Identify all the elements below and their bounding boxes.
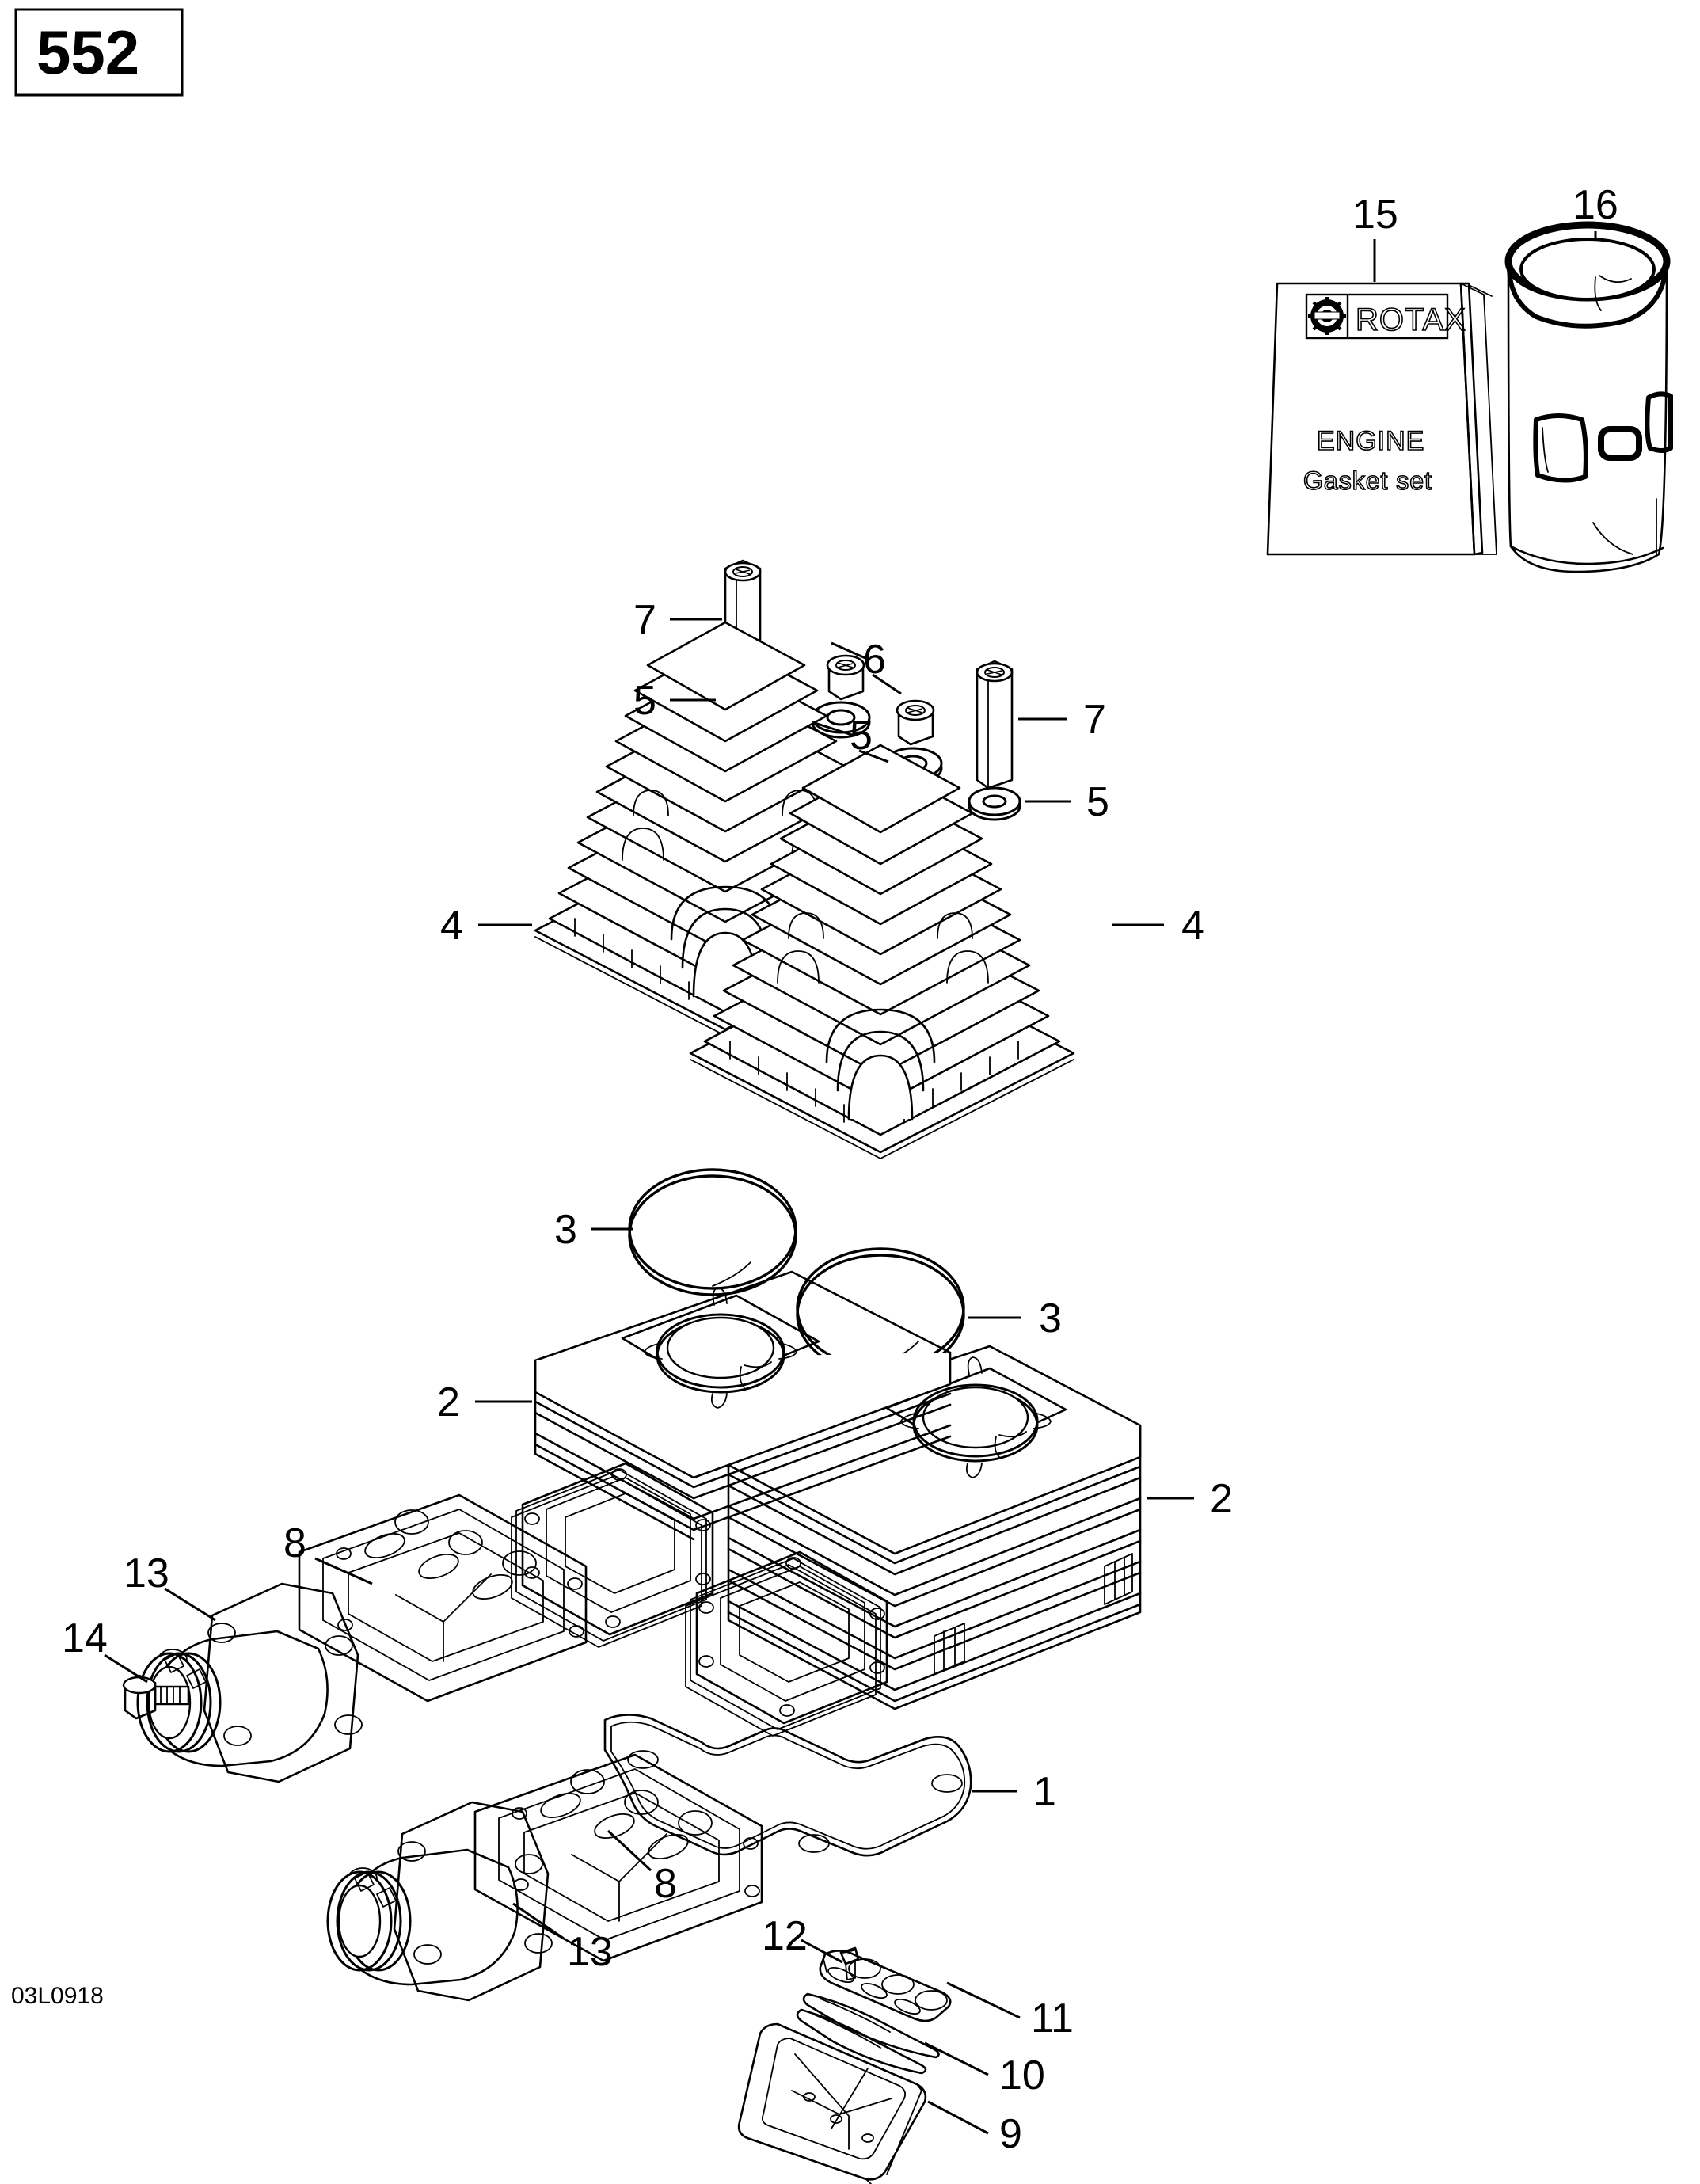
reed-stopper — [819, 1950, 952, 2022]
callout-label: 10 — [999, 2053, 1045, 2098]
callout-label: 7 — [633, 597, 656, 643]
callout-2-left: 2 — [437, 1379, 532, 1425]
cylinder-left — [534, 1270, 952, 1541]
stud-nut-right — [976, 660, 1014, 790]
washer-right — [968, 786, 1021, 821]
callout-9: 9 — [927, 2100, 1022, 2157]
callout-7-right: 7 — [1018, 697, 1106, 743]
intake-socket-lower — [326, 1801, 553, 2002]
callout-label: 5 — [1086, 779, 1109, 825]
callout-label: 11 — [1031, 1996, 1074, 2041]
callout-label: 1 — [1033, 1769, 1056, 1815]
callout-label: 13 — [567, 1929, 613, 1975]
rotax-logo: ROTAX — [1305, 293, 1466, 340]
callout-label: 12 — [762, 1913, 808, 1959]
callout-label: 5 — [850, 713, 873, 759]
nut-upper — [826, 654, 865, 701]
callout-label: 3 — [1039, 1296, 1062, 1341]
callout-label: 8 — [654, 1861, 677, 1907]
callout-label: 9 — [999, 2111, 1022, 2157]
brand-label: ROTAX — [1356, 302, 1466, 337]
callout-16: 16 — [1573, 182, 1618, 238]
callout-4-right: 4 — [1112, 903, 1204, 949]
callout-8-lower: 8 — [607, 1829, 677, 1907]
reed-gasket-upper — [298, 1493, 588, 1703]
o-ring-left — [628, 1168, 797, 1296]
nut-pair — [826, 654, 935, 746]
intake-flange-right — [685, 1550, 888, 1737]
callout-label: 6 — [863, 637, 886, 683]
callout-label: 4 — [1181, 903, 1204, 949]
cylinder-block — [511, 1270, 1142, 1737]
callout-13-upper: 13 — [124, 1550, 216, 1622]
callout-4-left: 4 — [440, 903, 532, 949]
cylinder-head-right — [689, 744, 1075, 1159]
callout-3-left: 3 — [554, 1207, 633, 1253]
gear-icon — [1308, 297, 1346, 335]
callout-11: 11 — [946, 1981, 1074, 2041]
callout-8-upper: 8 — [283, 1520, 373, 1585]
callout-label: 14 — [62, 1615, 108, 1661]
reed-petal — [796, 1992, 940, 2075]
callout-5-upper-left: 5 — [633, 678, 716, 724]
callout-2-right: 2 — [1147, 1476, 1233, 1522]
reed-valve-body — [737, 2022, 927, 2184]
cylinder-sleeve — [1504, 221, 1673, 573]
title-box: 552 — [14, 8, 184, 97]
callout-layer: 1 2 2 3 3 4 — [62, 182, 1618, 2157]
callout-label: 5 — [633, 678, 656, 724]
callout-label: 15 — [1352, 192, 1398, 238]
callout-label: 16 — [1573, 182, 1618, 228]
page-title-number: 552 — [36, 17, 139, 87]
callout-label: 2 — [437, 1379, 460, 1425]
callout-15: 15 — [1352, 192, 1398, 282]
bore-left — [621, 1287, 820, 1409]
callout-6: 6 — [831, 637, 902, 695]
callout-label: 13 — [124, 1550, 169, 1596]
intake-socket-upper — [136, 1582, 363, 1783]
callout-5-right: 5 — [1025, 779, 1109, 825]
callout-label: 8 — [283, 1520, 306, 1566]
callout-5-center: 5 — [812, 713, 889, 763]
callout-1: 1 — [972, 1769, 1056, 1815]
callout-7-left: 7 — [633, 597, 722, 643]
callout-13-lower: 13 — [512, 1902, 613, 1975]
callout-label: 4 — [440, 903, 463, 949]
callout-label: 3 — [554, 1207, 577, 1253]
package-line-2: Gasket set — [1303, 466, 1432, 495]
drawing-code: 03L0918 — [11, 1983, 104, 2009]
package-line-1: ENGINE — [1317, 426, 1424, 456]
nut-lower — [896, 699, 935, 746]
callout-label: 2 — [1210, 1476, 1233, 1522]
callout-12: 12 — [762, 1913, 843, 1964]
intake-flange-left — [511, 1462, 714, 1648]
callout-14: 14 — [62, 1615, 148, 1684]
base-gasket — [603, 1714, 972, 1857]
gasket-set-package: ROTAX ENGINE Gasket set — [1266, 282, 1497, 556]
callout-label: 7 — [1083, 697, 1106, 743]
callout-10: 10 — [924, 2041, 1045, 2098]
callout-3-right: 3 — [968, 1296, 1062, 1341]
